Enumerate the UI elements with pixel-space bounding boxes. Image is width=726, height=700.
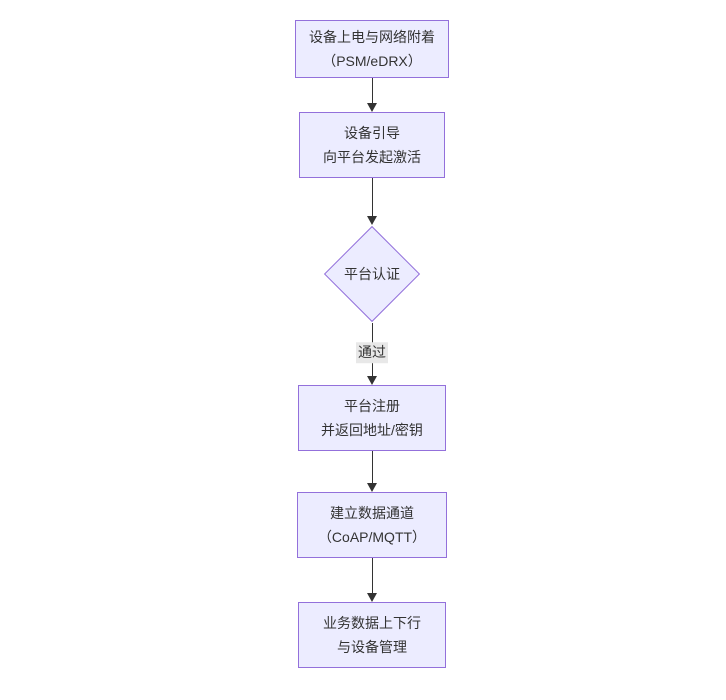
edge-auth-to-register: 通过: [356, 323, 388, 385]
edge-channel-to-business: [365, 558, 379, 602]
edge-line: [371, 178, 373, 217]
node-register-line-1: 平台注册: [344, 398, 400, 414]
arrowhead-down-icon: [367, 376, 377, 385]
node-data-channel-line-1: 建立数据通道: [330, 505, 414, 521]
node-data-channel: 建立数据通道 （CoAP/MQTT）: [297, 492, 447, 558]
edge-line: [371, 558, 373, 594]
edge-label-pass: 通过: [356, 342, 388, 364]
edge-line: [371, 78, 373, 104]
node-power-attach-line-1: 设备上电与网络附着: [309, 29, 435, 45]
edge-power-to-bootstrap: [365, 78, 379, 112]
node-bootstrap-line-1: 设备引导: [344, 125, 400, 141]
node-platform-auth: 平台认证: [323, 225, 421, 323]
node-business-data-line-1: 业务数据上下行: [323, 615, 421, 631]
node-business-data-line-2: 与设备管理: [337, 639, 407, 655]
flowchart-column: 设备上电与网络附着 （PSM/eDRX） 设备引导 向平台发起激活 平台认证 通…: [9, 20, 726, 668]
edge-bootstrap-to-auth: [365, 178, 379, 225]
arrowhead-down-icon: [367, 483, 377, 492]
node-data-channel-line-2: （CoAP/MQTT）: [317, 529, 427, 545]
edge-register-to-channel: [365, 451, 379, 492]
node-power-attach: 设备上电与网络附着 （PSM/eDRX）: [295, 20, 449, 78]
node-business-data: 业务数据上下行 与设备管理: [298, 602, 446, 668]
edge-line: [371, 451, 373, 484]
arrowhead-down-icon: [367, 593, 377, 602]
node-bootstrap: 设备引导 向平台发起激活: [299, 112, 445, 178]
node-power-attach-line-2: （PSM/eDRX）: [322, 53, 422, 69]
arrowhead-down-icon: [367, 216, 377, 225]
node-register: 平台注册 并返回地址/密钥: [298, 385, 446, 451]
node-bootstrap-line-2: 向平台发起激活: [323, 149, 421, 165]
node-platform-auth-label: 平台认证: [344, 266, 400, 282]
arrowhead-down-icon: [367, 103, 377, 112]
node-register-line-2: 并返回地址/密钥: [321, 422, 423, 438]
